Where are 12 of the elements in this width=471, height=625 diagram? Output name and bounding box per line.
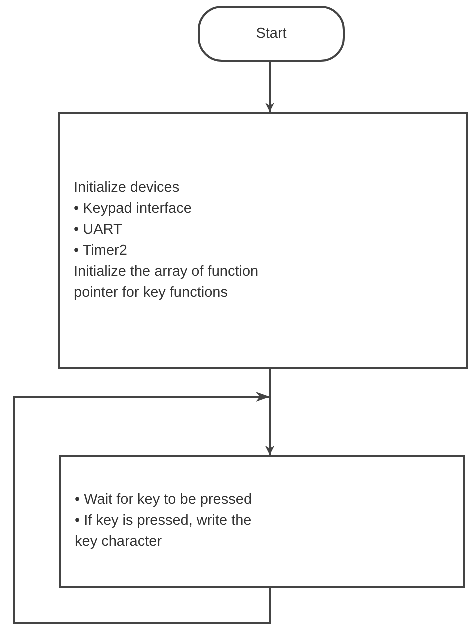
step-text: Initialize the array of function pointer for key functions bbox=[74, 262, 260, 302]
step-text: • UART bbox=[74, 220, 122, 240]
step-text: • Timer2 bbox=[74, 242, 128, 260]
step-text: • If key is pressed, write the key character bbox=[75, 512, 253, 552]
arrow bbox=[266, 62, 274, 112]
step-text: Initialize devices bbox=[74, 178, 180, 198]
step-text: • Keypad interface bbox=[74, 200, 192, 218]
step-text: • Wait for key to be pressed bbox=[75, 491, 252, 510]
start-terminal bbox=[198, 6, 345, 62]
process-box bbox=[59, 455, 465, 588]
step-text: Start bbox=[256, 24, 287, 44]
process-box bbox=[58, 112, 468, 369]
